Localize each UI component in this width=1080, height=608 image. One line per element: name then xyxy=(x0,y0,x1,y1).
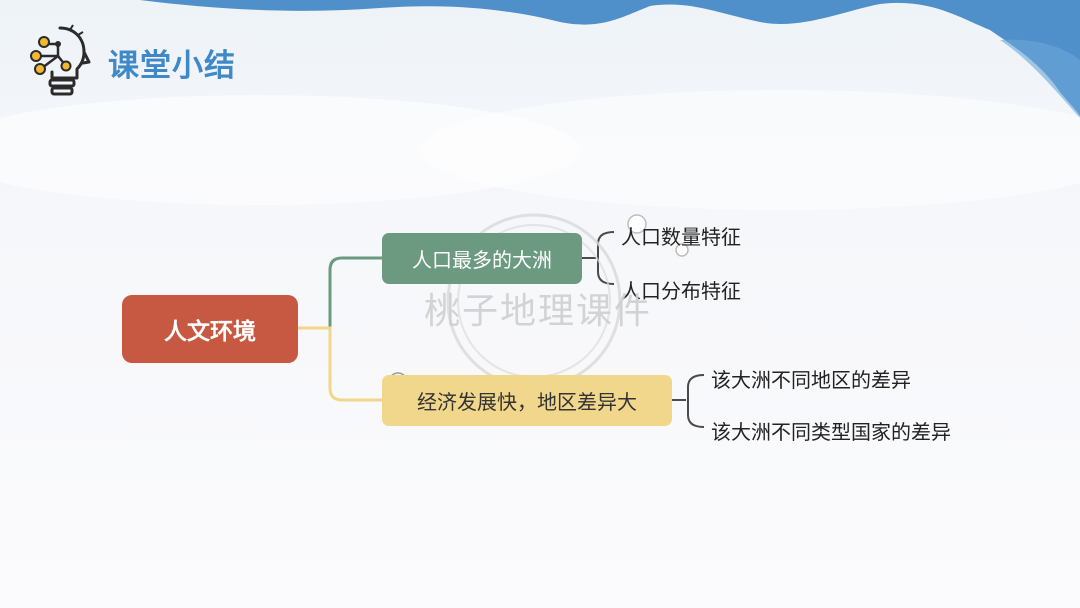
page-title: 课堂小结 xyxy=(108,48,236,84)
lightbulb-head-icon xyxy=(30,24,91,96)
leaf-node-1-1: 人口数量特征 xyxy=(621,225,741,249)
branch-node-1: 人口最多的大洲 xyxy=(382,233,582,284)
leaf-node-2-1: 该大洲不同地区的差异 xyxy=(711,368,911,392)
root-node: 人文环境 xyxy=(122,295,298,363)
leaf-node-1-2: 人口分布特征 xyxy=(621,279,741,303)
branch-node-2: 经济发展快，地区差异大 xyxy=(382,375,672,426)
leaf-node-2-2: 该大洲不同类型国家的差异 xyxy=(711,420,951,444)
watermark-text: 桃子地理课件 xyxy=(424,291,653,332)
